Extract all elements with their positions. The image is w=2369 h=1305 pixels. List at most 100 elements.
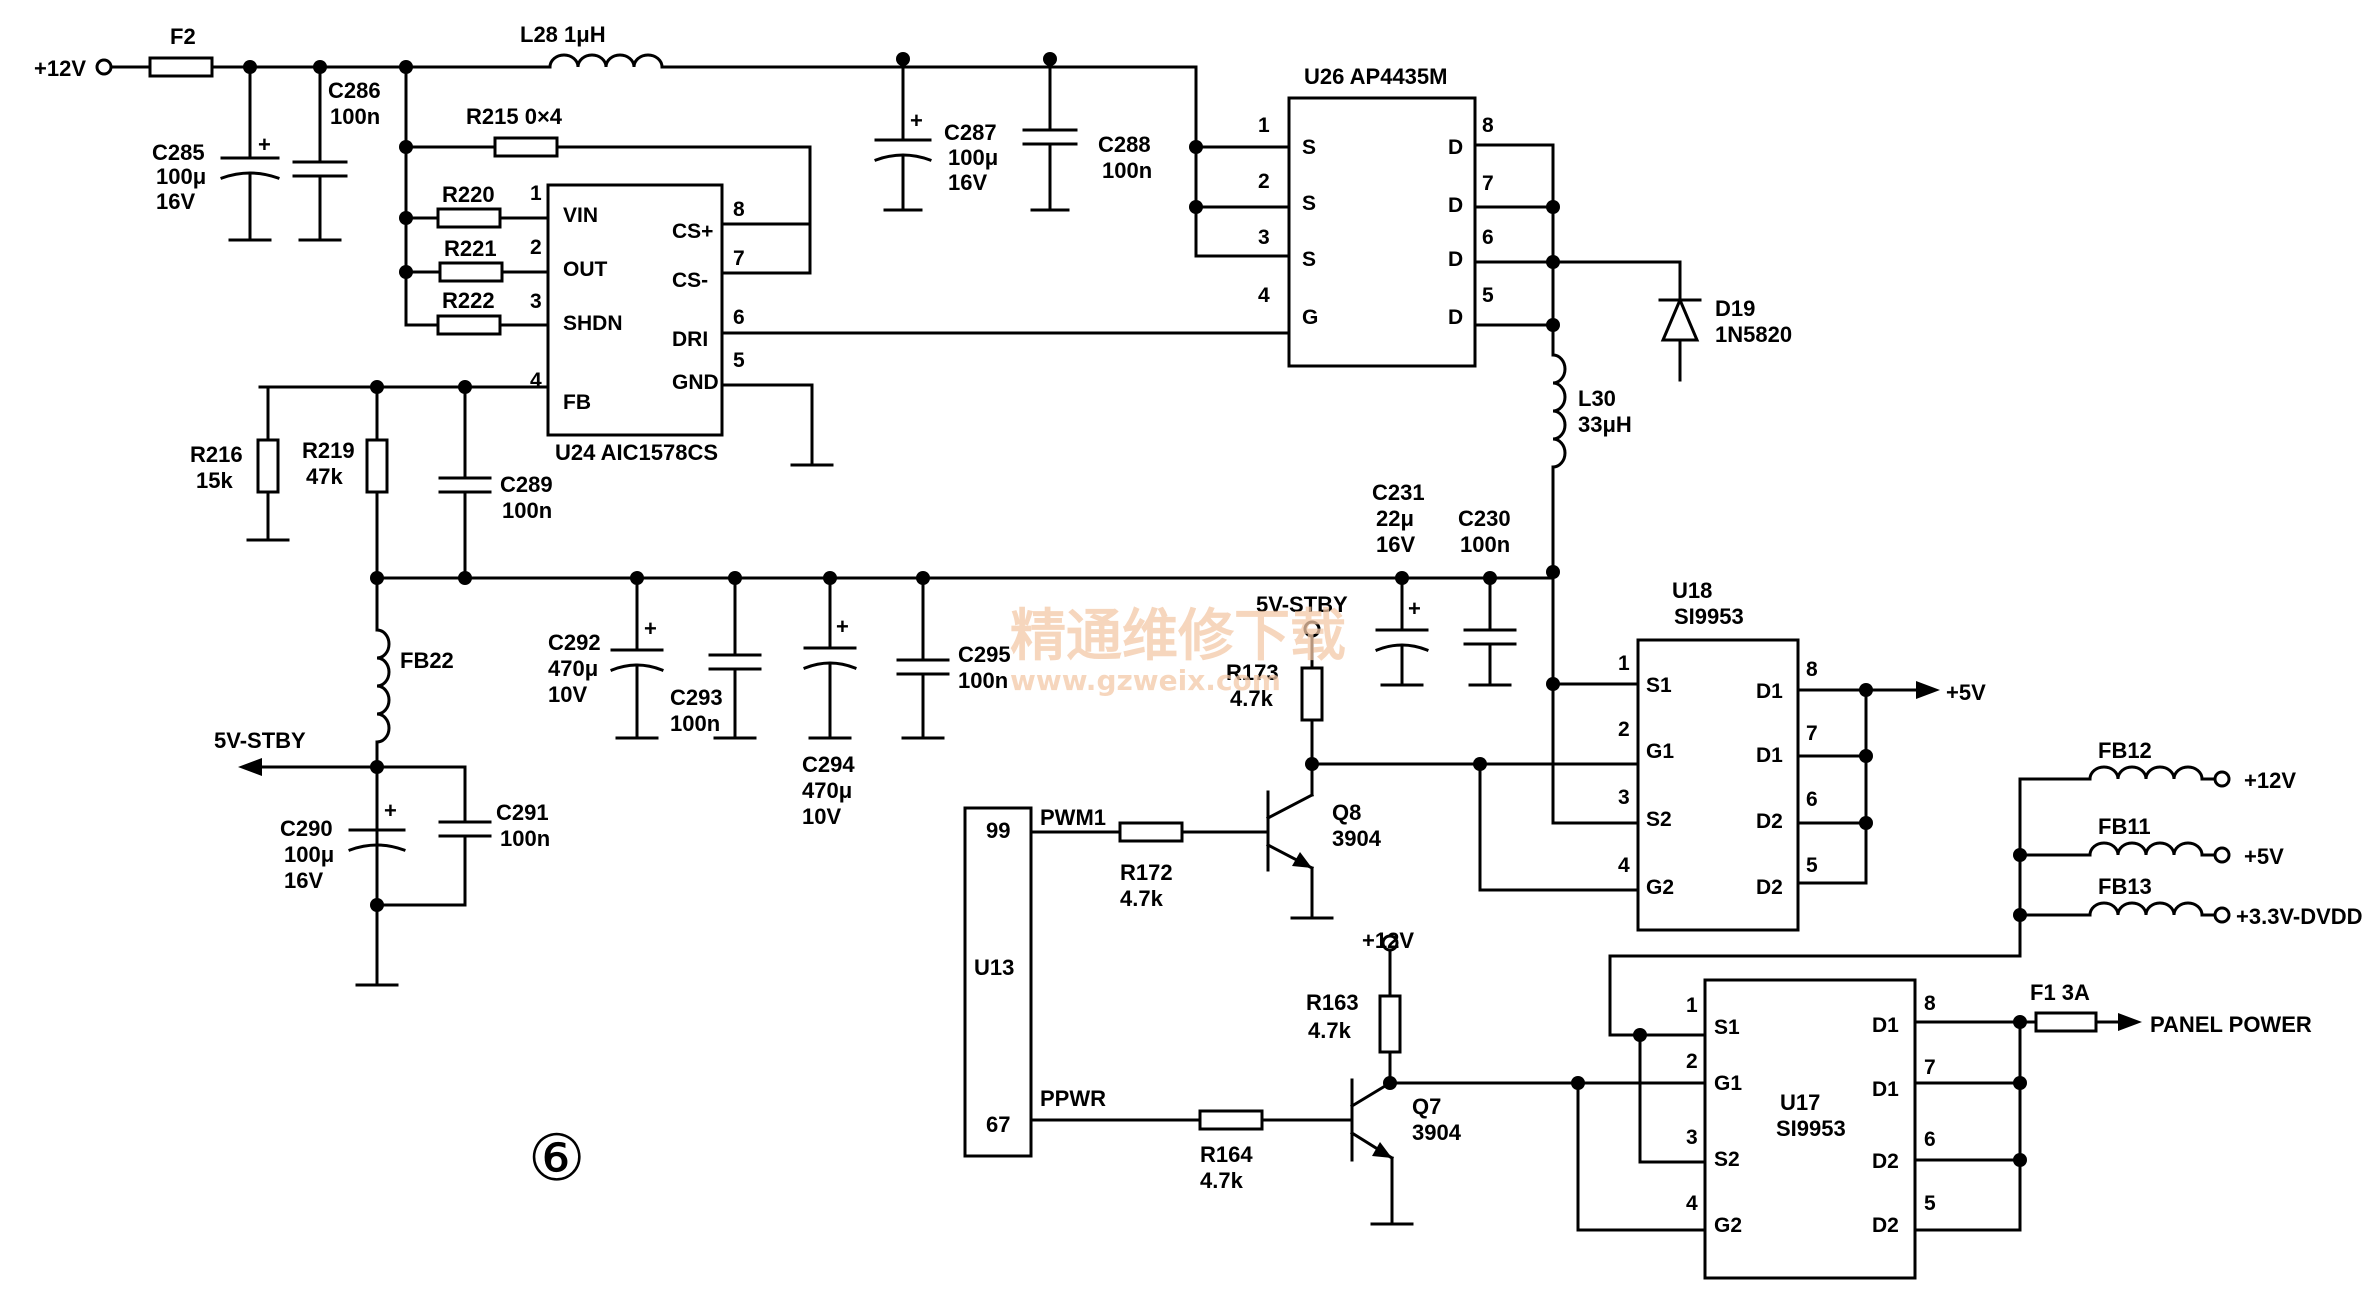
resistor-r164	[1198, 1109, 1264, 1131]
svg-text:R219: R219	[302, 438, 355, 463]
svg-text:100μ: 100μ	[156, 164, 206, 189]
svg-text:100n: 100n	[1460, 532, 1510, 557]
svg-text:SI9953: SI9953	[1674, 604, 1744, 629]
svg-text:PPWR: PPWR	[1040, 1086, 1106, 1111]
svg-text:470μ: 470μ	[548, 656, 598, 681]
u26-pin-number: 3	[1258, 226, 1270, 249]
u17-pin-name: D1	[1872, 1078, 1899, 1101]
svg-text:+12V: +12V	[2244, 768, 2296, 793]
u24-pin-name: VIN	[563, 204, 598, 227]
u17-pin-number: 2	[1686, 1050, 1698, 1073]
svg-text:C285: C285	[152, 140, 205, 165]
u26-pin-name: S	[1302, 192, 1316, 215]
svg-text:C289: C289	[500, 472, 553, 497]
svg-text:U18: U18	[1672, 578, 1712, 603]
svg-text:+12V: +12V	[1362, 928, 1414, 953]
watermark: 精通维修下载 www.gzweix.com	[1010, 604, 1346, 697]
svg-text:⑥: ⑥	[528, 1122, 585, 1196]
svg-text:C295: C295	[958, 642, 1011, 667]
svg-text:47k: 47k	[306, 464, 343, 489]
u26-pin-name: D	[1448, 136, 1463, 159]
svg-text:U24 AIC1578CS: U24 AIC1578CS	[555, 440, 718, 465]
svg-text:100n: 100n	[1102, 158, 1152, 183]
svg-text:+: +	[836, 614, 849, 639]
feedback-network: R216 15k R219 47k C289 100n	[190, 380, 553, 580]
u18-pin-number: 3	[1618, 786, 1630, 809]
capacitor-c290: + C290 100μ 16V	[280, 765, 406, 912]
svg-text:C231: C231	[1372, 480, 1425, 505]
svg-text:100n: 100n	[330, 104, 380, 129]
svg-text:+: +	[644, 616, 657, 641]
connector-u13: U13 99 67 PWM1 R172 4.7k PPWR R164 4.7k	[963, 805, 1354, 1193]
capacitor-c231: + C231 22μ 16V	[1372, 480, 1429, 687]
svg-text:99: 99	[986, 818, 1010, 843]
svg-text:FB11: FB11	[2098, 814, 2151, 839]
svg-text:67: 67	[986, 1112, 1010, 1137]
svg-text:3904: 3904	[1412, 1120, 1462, 1145]
svg-text:10V: 10V	[548, 682, 587, 707]
svg-text:F1 3A: F1 3A	[2030, 980, 2090, 1005]
svg-text:470μ: 470μ	[802, 778, 852, 803]
svg-text:C294: C294	[802, 752, 855, 777]
u18-pin-number: 7	[1806, 722, 1818, 745]
capacitor-c292: + C292 470μ 10V	[548, 576, 664, 740]
svg-text:C292: C292	[548, 630, 601, 655]
resistor-r219	[365, 438, 389, 494]
ic-u17: U17 SI9953 F1 3A PANEL POWER	[1571, 777, 2312, 1280]
ic-u24: U24 AIC1578CS	[258, 183, 1291, 467]
svg-text:C291: C291	[496, 800, 549, 825]
svg-text:C287: C287	[944, 120, 997, 145]
svg-text:FB13: FB13	[2098, 874, 2152, 899]
u17-pin-name: D1	[1872, 1014, 1899, 1037]
svg-text:L30: L30	[1578, 386, 1616, 411]
output-bus-5v	[370, 565, 1560, 585]
svg-text:D19: D19	[1715, 296, 1755, 321]
svg-text:PANEL POWER: PANEL POWER	[2150, 1012, 2312, 1037]
svg-text:FB22: FB22	[400, 648, 454, 673]
svg-text:R222: R222	[442, 288, 495, 313]
u17-pin-number: 1	[1686, 994, 1698, 1017]
svg-text:C230: C230	[1458, 506, 1511, 531]
u26-pin-number: 7	[1482, 172, 1494, 195]
capacitor-c293: C293 100n	[670, 576, 762, 740]
u17-pin-name: G1	[1714, 1072, 1742, 1095]
input-rail: +12V F2 L28 1μH	[34, 22, 1198, 149]
svg-text:SI9953: SI9953	[1776, 1116, 1846, 1141]
ic-u26: U26 AP4435M	[1189, 64, 1560, 368]
svg-text:精通维修下载: 精通维修下载	[1010, 604, 1346, 669]
u18-pin-name: G2	[1646, 876, 1674, 899]
svg-text:FB12: FB12	[2098, 738, 2152, 763]
u26-pin-number: 6	[1482, 226, 1494, 249]
u17-pin-name: S1	[1714, 1016, 1740, 1039]
inductor-l30: L30 33μH	[1551, 323, 1632, 825]
svg-text:Q8: Q8	[1332, 800, 1361, 825]
u26-pin-number: 1	[1258, 114, 1270, 137]
u24-pin-number: 5	[733, 349, 745, 372]
u24-pin-name: CS-	[672, 269, 708, 292]
u26-pin-name: G	[1302, 306, 1318, 329]
u17-pin-number: 3	[1686, 1126, 1698, 1149]
svg-text:33μH: 33μH	[1578, 412, 1632, 437]
svg-text:+: +	[258, 132, 271, 157]
u24-pin-number: 3	[530, 290, 542, 313]
u18-pin-number: 1	[1618, 652, 1630, 675]
u18-pin-number: 2	[1618, 718, 1630, 741]
svg-text:100n: 100n	[958, 668, 1008, 693]
svg-text:R172: R172	[1120, 860, 1173, 885]
svg-text:10V: 10V	[802, 804, 841, 829]
u17-pin-name: D2	[1872, 1150, 1899, 1173]
u26-pin-name: D	[1448, 306, 1463, 329]
pin-labels: 1VIN2OUT3SHDN4FB8CS+7CS-6DRI5GND1S2S3S4G…	[530, 114, 1936, 1237]
svg-text:16V: 16V	[156, 189, 195, 214]
svg-text:+: +	[384, 798, 397, 823]
u18-pin-name: G1	[1646, 740, 1674, 763]
svg-text:+: +	[1408, 596, 1421, 621]
u24-pin-name: CS+	[672, 220, 713, 243]
svg-text:U26 AP4435M: U26 AP4435M	[1304, 64, 1447, 89]
u18-pin-number: 4	[1618, 854, 1630, 877]
svg-text:R164: R164	[1200, 1142, 1253, 1167]
capacitor-c286: C286 100n	[292, 65, 381, 242]
svg-text:16V: 16V	[1376, 532, 1415, 557]
svg-text:C290: C290	[280, 816, 333, 841]
u26-pin-number: 5	[1482, 284, 1494, 307]
